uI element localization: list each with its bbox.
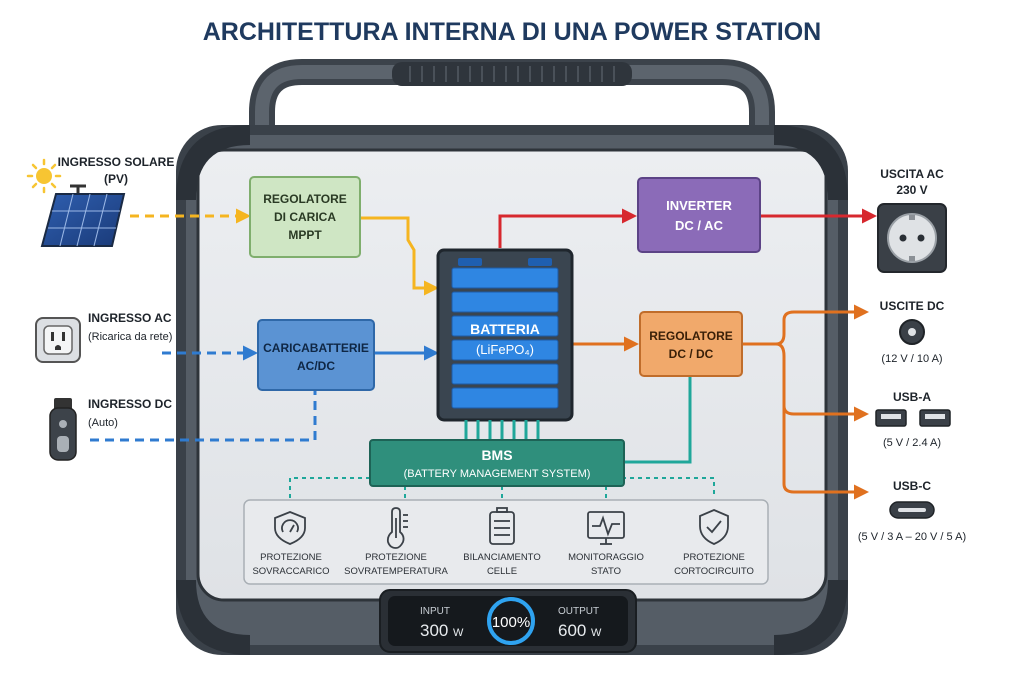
display-output-label: OUTPUT	[558, 606, 599, 617]
svg-text:MPPT: MPPT	[288, 228, 322, 242]
charger-block: CARICABATTERIE AC/DC	[257, 319, 375, 391]
flow-lines	[90, 208, 877, 500]
svg-text:CORTOCIRCUITO: CORTOCIRCUITO	[674, 566, 754, 577]
display-input-value: 300	[420, 621, 448, 640]
thermometer-icon	[386, 507, 408, 549]
status-display: INPUT 300 W 100% OUTPUT 600 W	[379, 589, 637, 653]
dc-output-sub: (12 V / 10 A)	[881, 353, 942, 365]
mppt-block: REGOLATORE DI CARICA MPPT	[249, 176, 361, 258]
ac-output: USCITA AC 230 V	[877, 167, 947, 273]
dcreg-block: REGOLATORE DC / DC	[639, 311, 743, 377]
page-title: ARCHITETTURA INTERNA DI UNA POWER STATIO…	[203, 18, 821, 46]
svg-text:SOVRATEMPERATURA: SOVRATEMPERATURA	[344, 566, 448, 577]
dc-input: INGRESSO DC (Auto)	[49, 397, 172, 461]
protection-item: PROTEZIONE CORTOCIRCUITO	[674, 509, 754, 577]
battery-inverter-flow-line	[498, 208, 637, 248]
sun-icon	[26, 158, 62, 194]
solar-input: INGRESSO SOLARE (PV)	[26, 155, 175, 247]
svg-text:REGOLATORE: REGOLATORE	[263, 192, 347, 206]
bms-protection-link-1	[289, 477, 370, 498]
dc-input-flow-line	[90, 390, 317, 442]
usba-output-label: USB-A	[893, 390, 931, 404]
protection-item: PROTEZIONE SOVRATEMPERATURA	[344, 507, 448, 577]
svg-text:PROTEZIONE: PROTEZIONE	[260, 552, 322, 563]
svg-text:STATO: STATO	[591, 566, 621, 577]
svg-text:CARICABATTERIE: CARICABATTERIE	[263, 341, 369, 355]
usba-output-sub: (5 V / 2.4 A)	[883, 437, 941, 449]
monitor-pulse-icon	[587, 511, 625, 545]
shield-check-icon	[699, 509, 729, 545]
battery-block: BATTERIA (LiFePO₄)	[436, 248, 574, 440]
ac-output-sub: 230 V	[896, 183, 927, 197]
ac-input-sub: (Ricarica da rete)	[88, 331, 172, 343]
protection-item: BILANCIAMENTO CELLE	[463, 507, 541, 577]
battery-chemistry: (LiFePO₄)	[476, 342, 534, 357]
bms-dcreg-link-line	[622, 376, 692, 464]
svg-text:SOVRACCARICO: SOVRACCARICO	[252, 566, 329, 577]
svg-text:BMS: BMS	[481, 447, 512, 463]
protections-panel: PROTEZIONE SOVRACCARICO PROTEZIONE SOVRA…	[243, 499, 769, 585]
svg-text:AC/DC: AC/DC	[297, 359, 335, 373]
solar-input-label: INGRESSO SOLARE	[58, 155, 175, 169]
svg-text:PROTEZIONE: PROTEZIONE	[683, 552, 745, 563]
schuko-socket-icon	[877, 203, 947, 273]
ac-input: INGRESSO AC (Ricarica da rete)	[35, 311, 172, 363]
battery-label: BATTERIA	[470, 321, 540, 337]
svg-text:INVERTER: INVERTER	[666, 198, 732, 213]
solar-input-sub: (PV)	[104, 172, 128, 186]
display-output-value: 600	[558, 621, 586, 640]
svg-text:DC / AC: DC / AC	[675, 218, 724, 233]
dcreg-usbc-flow-line	[782, 406, 869, 500]
usb-c-port-icon	[889, 501, 935, 519]
gauge-shield-icon	[274, 511, 306, 545]
bms-protection-link-5	[622, 477, 715, 498]
wall-outlet-icon	[35, 317, 81, 363]
svg-text:REGOLATORE: REGOLATORE	[649, 329, 733, 343]
svg-text:(BATTERY MANAGEMENT SYSTEM): (BATTERY MANAGEMENT SYSTEM)	[404, 468, 591, 480]
dc-barrel-port-icon	[899, 319, 925, 345]
svg-text:PROTEZIONE: PROTEZIONE	[365, 552, 427, 563]
svg-text:MONITORAGGIO: MONITORAGGIO	[568, 552, 644, 563]
protection-item: MONITORAGGIO STATO	[568, 511, 644, 577]
svg-text:DC / DC: DC / DC	[669, 347, 714, 361]
usbc-output: USB-C (5 V / 3 A – 20 V / 5 A)	[858, 479, 966, 543]
usb-a-port-icon	[875, 409, 951, 427]
bms-block: BMS (BATTERY MANAGEMENT SYSTEM)	[369, 439, 625, 487]
ac-output-label: USCITA AC	[880, 167, 944, 181]
svg-text:CELLE: CELLE	[487, 566, 517, 577]
dc-input-label: INGRESSO DC	[88, 397, 172, 411]
dc-output: USCITE DC (12 V / 10 A)	[880, 299, 945, 365]
svg-text:DI CARICA: DI CARICA	[274, 210, 336, 224]
usbc-output-sub: (5 V / 3 A – 20 V / 5 A)	[858, 531, 966, 543]
usbc-output-label: USB-C	[893, 479, 931, 493]
car-plug-icon	[49, 398, 77, 461]
level-ring	[487, 597, 535, 645]
case-handle	[249, 59, 775, 150]
svg-text:BILANCIAMENTO: BILANCIAMENTO	[463, 552, 540, 563]
dc-input-sub: (Auto)	[88, 417, 118, 429]
protection-item: PROTEZIONE SOVRACCARICO	[252, 511, 330, 577]
display-input-label: INPUT	[420, 606, 450, 617]
inverter-block: INVERTER DC / AC	[637, 177, 761, 253]
usba-output: USB-A (5 V / 2.4 A)	[875, 390, 951, 449]
display-level: 100%	[492, 614, 530, 631]
ac-input-label: INGRESSO AC	[88, 311, 172, 325]
mppt-battery-flow-line	[360, 216, 439, 296]
dc-output-label: USCITE DC	[880, 299, 945, 313]
display-output-unit: W	[591, 627, 602, 639]
battery-cells-icon	[489, 507, 515, 545]
display-input-unit: W	[453, 627, 464, 639]
solar-panel-icon	[40, 184, 126, 247]
